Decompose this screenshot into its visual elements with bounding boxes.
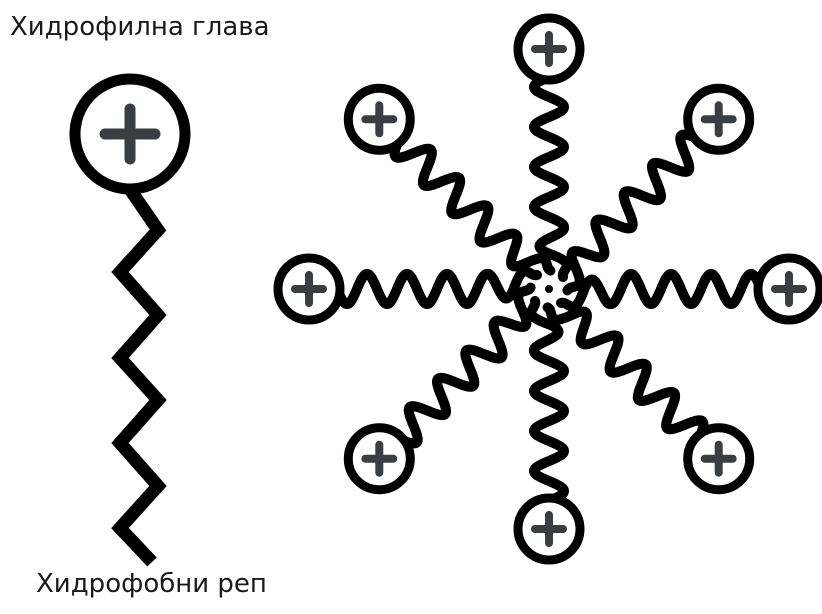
surfactant-molecule [518,18,580,277]
hydrophobic-tail [531,301,564,501]
surfactant-molecule [548,307,750,489]
hydrophobic-tail [534,77,567,277]
hydrophilic-head [518,18,580,80]
hydrophilic-head [348,428,410,490]
hydrophilic-head [518,498,580,560]
surfactant-molecule [348,288,530,490]
hydrophilic-head [758,258,820,320]
surfactant-molecule [278,258,537,320]
hydrophobic-tail [567,135,699,291]
hydrophilic-head [688,428,750,490]
hydrophilic-head [688,88,750,150]
hydrophobic-tail [395,139,551,271]
micelle [278,18,820,560]
surfactant-molecule [561,258,820,320]
hydrophobic-tail [561,274,761,307]
hydrophobic-tail [548,307,704,439]
micelle-core [545,285,553,293]
hydrophilic-head-label: Хидрофилна глава [10,14,270,40]
surfactant-molecule [567,88,749,290]
hydrophobic-tail-label: Хидрофобни реп [36,571,267,597]
hydrophobic-tail [399,288,530,444]
hydrophilic-head [278,258,340,320]
single-surfactant-molecule [75,79,185,562]
surfactant-molecule [348,88,550,270]
hydrophilic-head [75,79,185,189]
surfactant-molecule [518,301,580,560]
hydrophilic-head [348,88,410,150]
hydrophobic-tail [120,185,158,562]
hydrophobic-tail [337,271,537,304]
